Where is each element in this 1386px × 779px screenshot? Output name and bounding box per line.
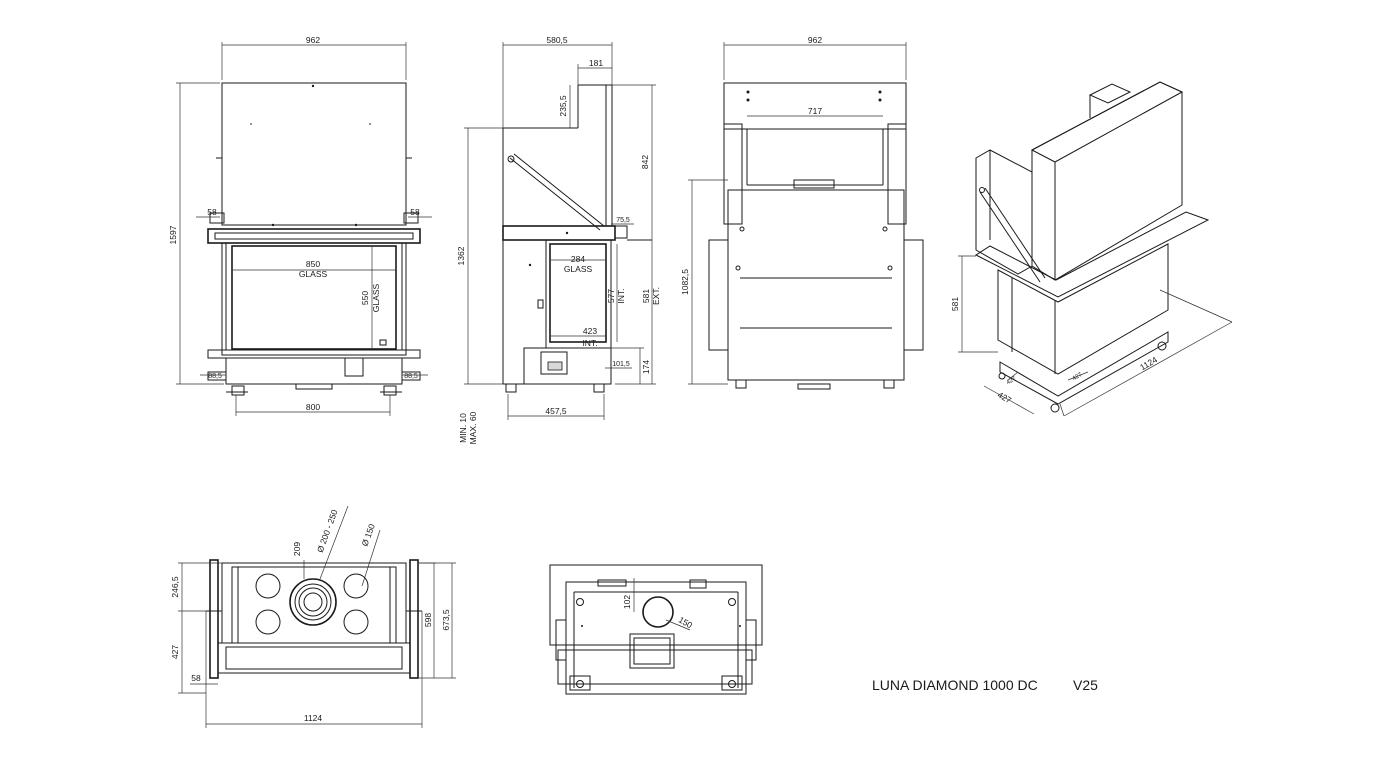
front-side-left-label: 58 (207, 207, 217, 217)
top-flue-dia-label: Ø 200 - 250 (315, 508, 340, 554)
bottom-inlet-dia-label: 150 (677, 615, 695, 631)
front-view (176, 42, 432, 416)
top-outlet-dia-label: Ø 150 (360, 522, 377, 547)
top-front-depth-label: 246,5 (170, 576, 180, 598)
side-legs-max-label: MAX. 60 (468, 411, 478, 444)
back-height-label: 1082,5 (680, 269, 690, 295)
side-total-height-label: 1362 (456, 246, 466, 265)
side-base-height-label: 174 (641, 360, 651, 374)
side-base-depth-label: 457,5 (545, 406, 567, 416)
front-glass-width-label: 850 (306, 259, 320, 269)
back-width-label: 962 (808, 35, 822, 45)
side-view (464, 42, 656, 420)
model-title: LUNA DIAMOND 1000 DC (872, 677, 1038, 693)
side-ext-height-label: 581 (641, 289, 651, 303)
side-int-depth-int-label: INT. (582, 338, 597, 348)
top-total-width-label: 1124 (304, 713, 323, 723)
top-rear-depth-label: 427 (170, 645, 180, 659)
front-base-width-label: 800 (306, 402, 320, 412)
side-flue-height-label: 235,5 (558, 95, 568, 117)
side-glass-width-label: 284 (571, 254, 585, 264)
side-glass-label: GLASS (564, 264, 593, 274)
front-height-label: 1597 (168, 225, 178, 244)
side-flue-offset-label: 181 (589, 58, 603, 68)
side-legs-min-label: MIN. 10 (458, 413, 468, 443)
front-width-label: 962 (306, 35, 320, 45)
side-ext-label: EXT. (651, 287, 661, 305)
front-foot-right-label: 88,5 (404, 373, 418, 380)
front-glass-label: GLASS (299, 269, 328, 279)
top-offset-label: 209 (292, 542, 302, 556)
model-version: V25 (1073, 677, 1098, 693)
top-side-label: 58 (191, 673, 201, 683)
side-int-height-label: 577 (606, 289, 616, 303)
side-base-offset-label: 101,5 (612, 361, 630, 368)
front-glass-height-label: 550 (360, 291, 370, 305)
iso-height-label: 581 (950, 297, 960, 311)
iso-small-b-label: 427 (1072, 372, 1084, 383)
side-upper-height-label: 842 (640, 155, 650, 169)
side-depth-label: 580,5 (546, 35, 568, 45)
top-total-depth-label: 673,5 (441, 609, 451, 631)
side-frame-offset-label: 75,5 (616, 217, 630, 224)
iso-view (958, 81, 1233, 417)
front-glass-height-glass-label: GLASS (371, 284, 381, 313)
top-inner-depth-label: 598 (423, 613, 433, 627)
front-foot-left-label: 88,5 (208, 373, 222, 380)
side-int-label: INT. (616, 288, 626, 303)
iso-small-a-label: 427 (1006, 376, 1018, 387)
top-view (178, 505, 456, 728)
iso-depth-label: 427 (996, 390, 1014, 406)
back-inner-width-label: 717 (808, 106, 822, 116)
front-side-right-label: 58 (410, 207, 420, 217)
side-int-depth-label: 423 (583, 326, 597, 336)
back-view (688, 42, 924, 390)
bottom-view (549, 564, 763, 695)
bottom-offset-label: 102 (622, 595, 632, 609)
